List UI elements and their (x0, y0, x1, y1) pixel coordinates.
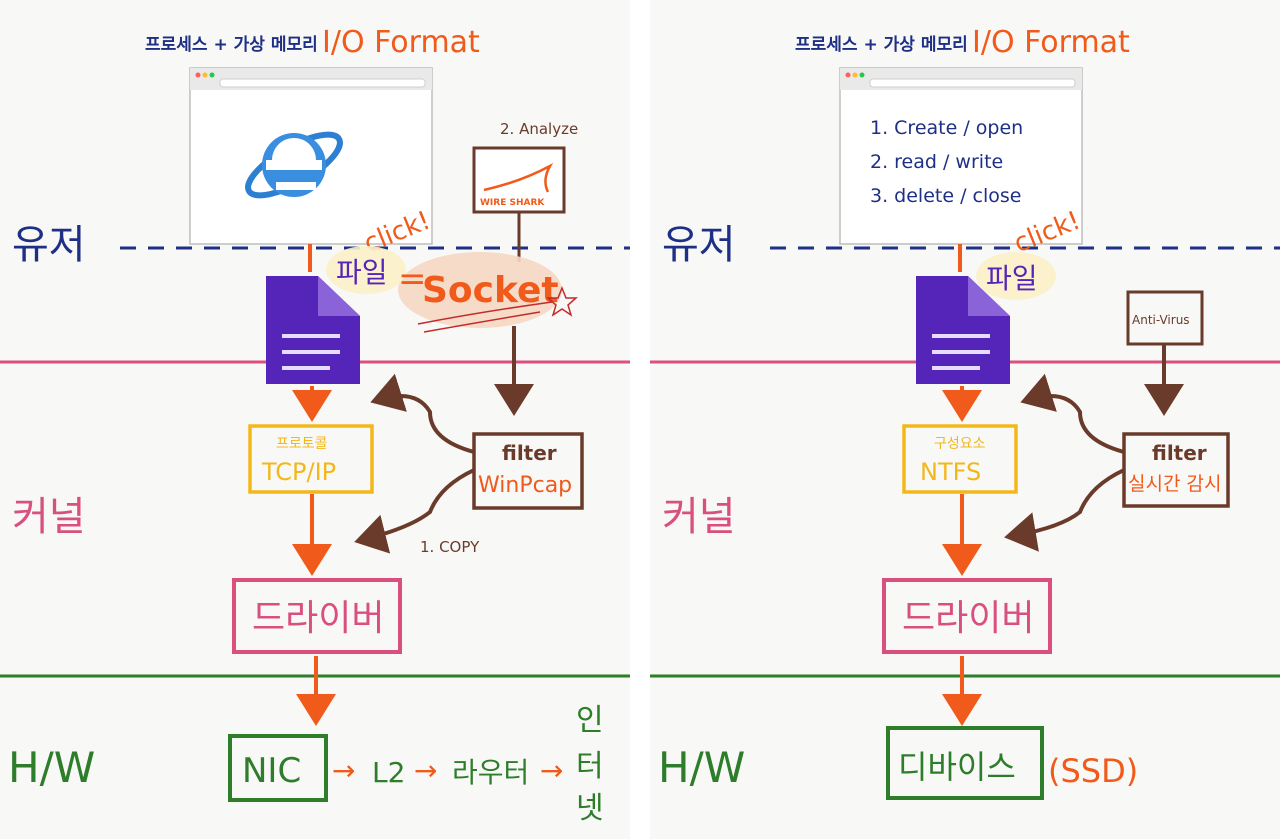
nic-label: NIC (242, 751, 301, 791)
file-document-icon (916, 276, 1010, 384)
layer-hw-label: H/W (8, 743, 95, 792)
ntfs-box: 구성요소 NTFS (902, 424, 1018, 494)
ssd-label: (SSD) (1048, 752, 1138, 790)
arrow-nic-to-l2: → (332, 754, 355, 787)
filter-winpcap-box: filter WinPcap (472, 432, 584, 510)
router-label: 라우터 (452, 756, 529, 789)
shark-fin-icon (483, 162, 554, 193)
internet-char-3: 넷 (576, 791, 604, 826)
file-highlight (326, 246, 406, 294)
file-document-icon (266, 276, 360, 384)
browser-line-2: 2. read / write (870, 151, 1003, 173)
internet-char-1: 인 (576, 703, 604, 738)
copy-label: 1. COPY (420, 538, 480, 556)
driver-box: 드라이버 (882, 578, 1052, 654)
right-diagram: 프로세스 + 가상 메모리 I/O Format 유저 커널 H/W 1. Cr… (650, 25, 1280, 800)
title-prefix: 프로세스 + 가상 메모리 (795, 35, 968, 55)
driver-label: 드라이버 (902, 598, 1034, 639)
filter-to-file-curve-arrow (370, 373, 475, 454)
browser-window: 1. Create / open 2. read / write 3. dele… (839, 67, 1083, 245)
filter-realtime-box: filter 실시간 감시 (1122, 432, 1230, 508)
driver-label: 드라이버 (252, 598, 384, 639)
tcpip-label: TCP/IP (261, 458, 336, 486)
driver-box: 드라이버 (232, 578, 402, 654)
protocol-label: 프로토콜 (276, 436, 328, 452)
title-main: I/O Format (972, 25, 1130, 60)
right-panel: 프로세스 + 가상 메모리 I/O Format 유저 커널 H/W 1. Cr… (650, 0, 1280, 839)
filter-label: filter (1152, 441, 1207, 465)
title-prefix: 프로세스 + 가상 메모리 (145, 35, 318, 55)
device-box: 디바이스 (886, 726, 1044, 800)
browser-line-1: 1. Create / open (870, 117, 1023, 139)
socket-underline (417, 301, 553, 333)
socket-label: Socket (422, 270, 559, 311)
internet-char-2: 터 (576, 749, 604, 784)
browser-line-3: 3. delete / close (870, 185, 1021, 207)
wireshark-label: WIRE SHARK (480, 198, 545, 208)
device-label: 디바이스 (898, 748, 1016, 786)
realtime-label: 실시간 감시 (1128, 473, 1221, 495)
file-highlight (976, 252, 1056, 300)
wireshark-box: WIRE SHARK (472, 146, 566, 214)
layer-hw-label: H/W (658, 743, 745, 792)
title-main: I/O Format (322, 25, 480, 60)
layer-user-label: 유저 (662, 222, 736, 268)
filter-to-file-curve-arrow (1020, 373, 1125, 454)
left-diagram: 프로세스 + 가상 메모리 I/O Format 유저 커널 H/W (0, 25, 630, 826)
layer-kernel-label: 커널 (662, 494, 736, 540)
filter-to-copy-curve-arrow (354, 468, 475, 554)
panel-divider (630, 0, 650, 839)
winpcap-label: WinPcap (478, 473, 572, 498)
file-label: 파일 (986, 262, 1038, 295)
equals-sign: = (398, 259, 427, 299)
filter-to-kernel-curve-arrow (1004, 468, 1125, 552)
internet-explorer-icon (245, 131, 343, 199)
analyze-label: 2. Analyze (500, 120, 578, 138)
ntfs-label: NTFS (920, 458, 981, 486)
layer-kernel-label: 커널 (12, 494, 86, 540)
nic-box: NIC (228, 734, 328, 802)
arrow-l2-to-router: → (414, 754, 437, 787)
arrow-router-to-internet: → (540, 754, 563, 787)
layer-user-label: 유저 (12, 222, 86, 268)
file-label: 파일 (336, 256, 388, 289)
component-label: 구성요소 (934, 436, 986, 452)
socket-highlight (398, 252, 562, 328)
l2-label: L2 (372, 756, 405, 789)
antivirus-label: Anti-Virus (1132, 313, 1190, 327)
antivirus-box: Anti-Virus (1126, 290, 1204, 346)
filter-label: filter (502, 441, 557, 465)
tcpip-box: 프로토콜 TCP/IP (248, 424, 374, 494)
left-panel: 프로세스 + 가상 메모리 I/O Format 유저 커널 H/W (0, 0, 630, 839)
star-icon (546, 285, 578, 317)
